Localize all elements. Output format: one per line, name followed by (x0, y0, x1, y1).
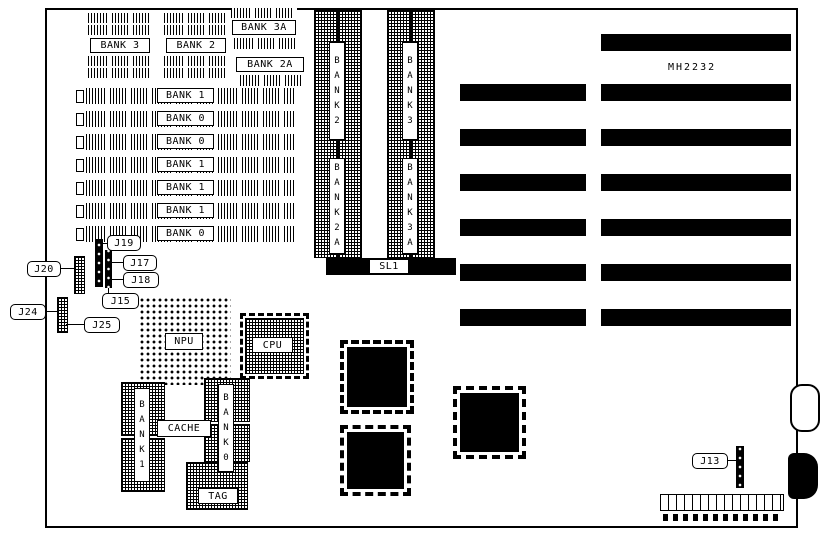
leader-line (46, 311, 57, 312)
qfp-chip (453, 386, 526, 459)
memory-row-label: BANK 1 (157, 180, 214, 195)
bank3a-chip-row (234, 38, 300, 49)
bottom-pin-row (663, 514, 781, 521)
j13-header (736, 446, 744, 488)
bank3-chip-row (88, 56, 152, 66)
keyboard-connector (788, 453, 818, 499)
isa-slot (460, 84, 586, 101)
npu-label: NPU (165, 333, 203, 350)
j24-j25-header (57, 297, 68, 333)
row-end-connector (76, 136, 84, 149)
memory-row-label: BANK 1 (157, 88, 214, 103)
isa-slot (601, 309, 791, 326)
leader-line (108, 288, 109, 293)
vertical-bank2a-label: BANK2A (329, 158, 345, 254)
row-end-connector (76, 90, 84, 103)
bank2-chip-row (164, 25, 228, 35)
vertical-bank2-label: BANK2 (329, 42, 345, 140)
isa-slot (601, 219, 791, 236)
qfp-chip (340, 425, 411, 496)
memory-row-label: BANK 1 (157, 203, 214, 218)
bank3-chip-row (88, 68, 152, 78)
bank3-chip-row (88, 25, 152, 35)
bank2a-label: BANK 2A (236, 57, 304, 72)
bank2-label: BANK 2 (166, 38, 226, 53)
isa-slot (460, 309, 586, 326)
jumper-header (105, 250, 112, 288)
vertical-bank3a-label: BANK3A (402, 158, 418, 254)
row-end-connector (76, 113, 84, 126)
isa-slot (460, 174, 586, 191)
isa-slot (460, 219, 586, 236)
vertical-bank3-label: BANK3 (402, 42, 418, 140)
bank2a-chip-row (240, 75, 302, 86)
sl1-label: SL1 (369, 259, 409, 274)
bank3a-label: BANK 3A (232, 20, 296, 35)
memory-row-label: BANK 0 (157, 226, 214, 241)
jumper-header (95, 239, 103, 287)
bank2-chip-row (164, 13, 228, 23)
row-end-connector (76, 182, 84, 195)
bank2-chip-row (164, 68, 228, 78)
jumper-label-j20: J20 (27, 261, 61, 277)
jumper-label-j25: J25 (84, 317, 120, 333)
memory-row-label: BANK 0 (157, 111, 214, 126)
cpu-label: CPU (252, 337, 293, 353)
round-component (790, 384, 820, 432)
leader-line (728, 460, 736, 461)
row-end-connector (76, 205, 84, 218)
bank3a-chip-row (231, 8, 297, 18)
jumper-label-j17: J17 (123, 255, 157, 271)
cache-bank0-label: BANK0 (218, 384, 234, 472)
tag-label: TAG (198, 488, 238, 504)
cache-label: CACHE (157, 420, 211, 437)
jumper-label-j13: J13 (692, 453, 728, 469)
leader-line (112, 262, 123, 263)
isa-slot (601, 264, 791, 281)
bottom-pin-header (660, 494, 784, 511)
cache-bank1-label: BANK1 (134, 388, 150, 482)
memory-row-label: BANK 1 (157, 157, 214, 172)
j20-header (74, 256, 85, 294)
isa-slot (460, 264, 586, 281)
qfp-chip (340, 340, 414, 414)
leader-line (112, 279, 123, 280)
isa-slot (460, 129, 586, 146)
bank3-chip-row (88, 13, 152, 23)
isa-slot (601, 174, 791, 191)
memory-row-label: BANK 0 (157, 134, 214, 149)
jumper-label-j19: J19 (107, 235, 141, 251)
mh2232-chip-label: MH2232 (668, 62, 717, 73)
row-end-connector (76, 159, 84, 172)
isa-slot (601, 84, 791, 101)
leader-line (66, 324, 84, 325)
row-end-connector (76, 228, 84, 241)
isa-slot (601, 34, 791, 51)
isa-slot (601, 129, 791, 146)
bank3-label: BANK 3 (90, 38, 150, 53)
jumper-label-j24: J24 (10, 304, 46, 320)
jumper-label-j18: J18 (123, 272, 159, 288)
jumper-label-j15: J15 (102, 293, 139, 309)
leader-line (103, 243, 107, 244)
bank2-chip-row (164, 56, 228, 66)
leader-line (61, 268, 74, 269)
